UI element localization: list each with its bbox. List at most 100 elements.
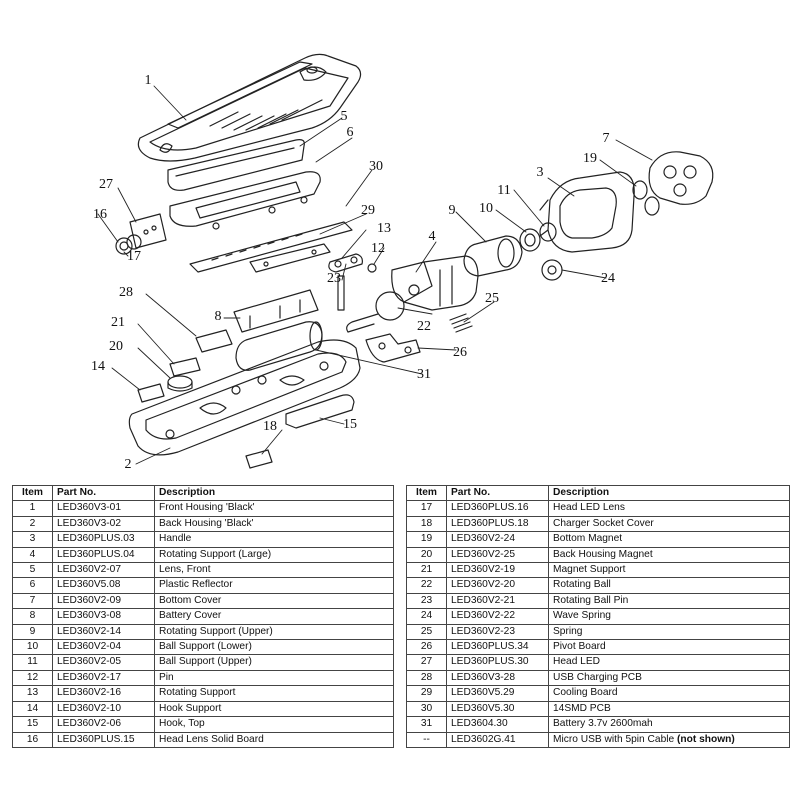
cooling-board-drawing [249, 243, 331, 273]
front-lens-drawing [167, 139, 305, 191]
description-text: Back Housing 'Black' [159, 517, 254, 529]
item-number: 10 [12, 639, 53, 656]
header-description: Description [154, 484, 394, 502]
description-text: USB Charging PCB [553, 671, 642, 683]
item-number: 20 [406, 546, 447, 564]
item-number: 18 [406, 515, 447, 533]
part-number: LED360V2-06 [52, 716, 155, 733]
description-text: Front Housing 'Black' [159, 502, 255, 514]
rotating-ball-drawing [346, 291, 405, 333]
front-housing-drawing [137, 53, 362, 162]
description-text: Rotating Ball Pin [553, 594, 629, 606]
callout-3: 3 [537, 165, 544, 180]
part-number: LED360PLUS.30 [446, 654, 549, 671]
header-item: Item [12, 484, 53, 502]
pivot-board-drawing [365, 333, 421, 363]
part-description: 14SMD PCB [548, 700, 790, 718]
description-text: Back Housing Magnet [553, 548, 653, 560]
part-number: LED360PLUS.03 [52, 531, 155, 548]
callout-1: 1 [145, 73, 152, 88]
item-number: 11 [12, 654, 53, 671]
part-number: LED360V3-08 [52, 608, 155, 625]
callout-26: 26 [453, 345, 467, 360]
callout-31: 31 [417, 367, 431, 382]
part-description: Ball Support (Upper) [154, 654, 394, 671]
callout-23: 23 [327, 271, 341, 286]
item-number: 17 [406, 500, 447, 517]
description-text: Micro USB with 5pin Cable [553, 733, 675, 745]
charger-socket-cover-drawing [245, 449, 273, 469]
description-text: Head LED Lens [553, 502, 625, 514]
callout-17: 17 [127, 249, 141, 264]
part-number: LED360V2-25 [446, 546, 549, 564]
description-text: Hook, Top [159, 718, 205, 730]
callout-30: 30 [369, 159, 383, 174]
callout-13: 13 [377, 221, 391, 236]
part-description: Pivot Board [548, 639, 790, 656]
description-text: Magnet Support [553, 564, 626, 576]
callout-7: 7 [603, 131, 610, 146]
part-number: LED360V3-28 [446, 669, 549, 687]
description-text: Rotating Ball [553, 579, 611, 591]
callout-15: 15 [343, 417, 357, 432]
item-number: 14 [12, 700, 53, 718]
leader-lines [97, 85, 653, 465]
callout-20: 20 [109, 339, 123, 354]
battery-cover-drawing [233, 289, 319, 333]
item-number: 28 [406, 669, 447, 687]
hook-support-drawing [137, 383, 165, 403]
part-description: Front Housing 'Black' [154, 500, 394, 517]
description-text: 14SMD PCB [553, 702, 611, 714]
item-number: 19 [406, 531, 447, 548]
callout-14: 14 [91, 359, 105, 374]
description-text: Lens, Front [159, 564, 211, 576]
part-number: LED360V2-21 [446, 592, 549, 610]
item-number: 21 [406, 562, 447, 579]
rotating-ball-pin-drawing [337, 275, 345, 311]
ball-support-drawing [519, 222, 557, 252]
part-description: Ball Support (Lower) [154, 639, 394, 656]
head-lens-drawing [115, 234, 142, 255]
callout-18: 18 [263, 419, 277, 434]
bottom-cover-drawing [648, 151, 714, 205]
part-description: Micro USB with 5pin Cable (not shown) [548, 731, 790, 748]
description-text: Battery 3.7v 2600mah [553, 718, 653, 730]
item-number: 3 [12, 531, 53, 548]
part-description: Hook Support [154, 700, 394, 718]
item-number: 31 [406, 716, 447, 733]
part-description: Bottom Magnet [548, 531, 790, 548]
description-text: Cooling Board [553, 687, 618, 699]
part-description: Spring [548, 623, 790, 641]
part-number: LED360V2-16 [52, 685, 155, 702]
item-number: 13 [12, 685, 53, 702]
part-description: Magnet Support [548, 562, 790, 579]
callout-9: 9 [449, 203, 456, 218]
part-description: Handle [154, 531, 394, 548]
part-description: Plastic Reflector [154, 577, 394, 594]
usb-pcb-drawing [195, 329, 233, 353]
part-description: Battery Cover [154, 608, 394, 625]
item-number: 4 [12, 546, 53, 564]
part-description: Rotating Support (Large) [154, 546, 394, 564]
part-number: LED360V2-22 [446, 608, 549, 625]
